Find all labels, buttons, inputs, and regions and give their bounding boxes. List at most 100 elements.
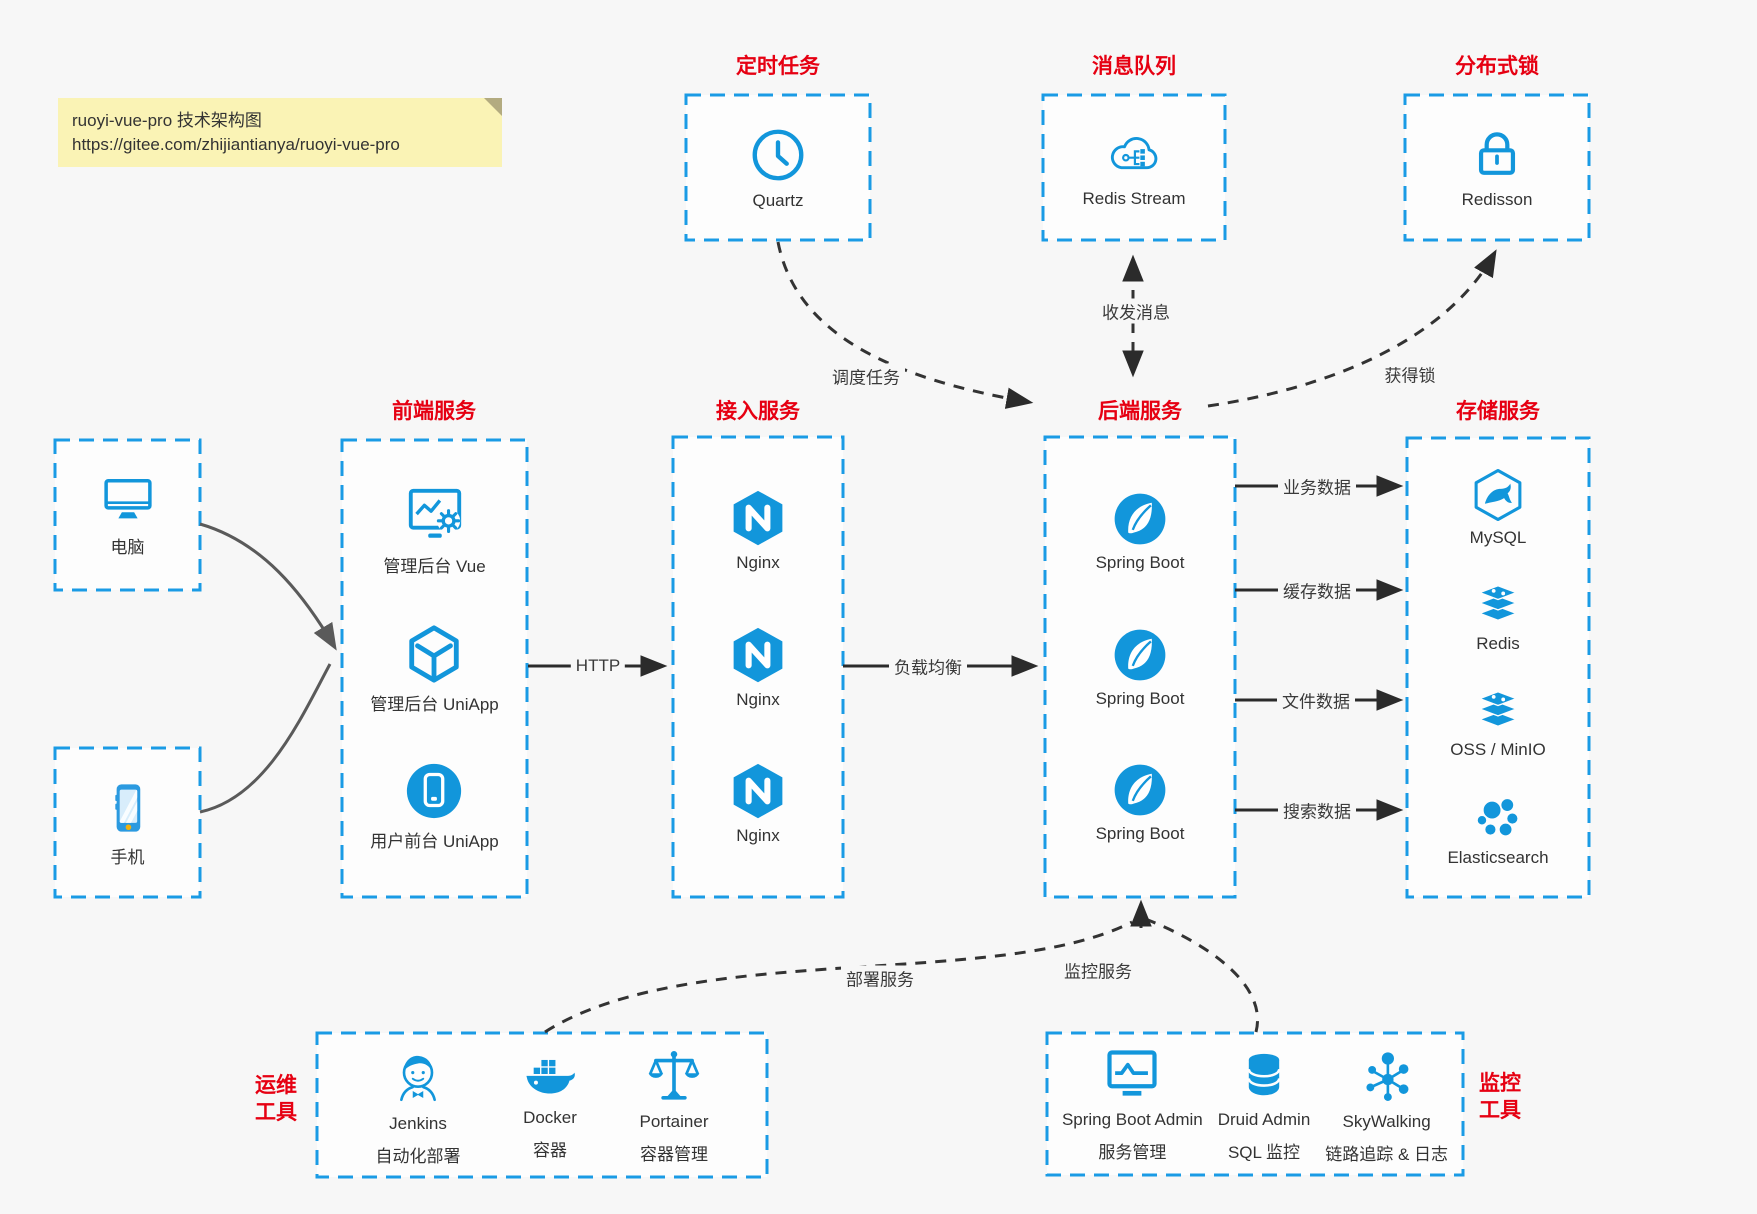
edge-label-mq: 收发消息 [1097,298,1175,324]
storage-panel-content: MySQL Redis [1407,438,1589,897]
service-label: Nginx [736,689,780,709]
mq-panel-content: Redis Stream [1043,95,1225,240]
uniapp-cube-icon [403,623,465,685]
tool-sublabel: 自动化部署 [375,1147,461,1166]
service-label: 用户前台 UniApp [370,831,499,851]
portainer-icon [645,1045,703,1107]
clock-icon [747,124,809,186]
smartphone-icon [100,778,156,838]
service-label: 管理后台 UniApp [370,694,499,714]
nginx-icon [728,761,788,821]
nginx-icon [728,488,788,548]
service-item-admin-uniapp: 管理后台 UniApp [370,623,499,715]
tool-label: Druid Admin [1217,1110,1311,1129]
tool-item-portainer: Portainer 容器管理 [639,1045,709,1165]
service-item-user-uniapp: 用户前台 UniApp [370,760,499,852]
service-item-redis-stream: Redis Stream [1082,126,1186,209]
service-item-nginx-3: Nginx [728,761,788,846]
tool-sublabel: 服务管理 [1098,1143,1167,1162]
tool-item-druid: Druid Admin SQL 监控 [1217,1045,1311,1163]
service-label: Spring Boot [1095,552,1185,572]
edge-pc-frontend [199,522,337,651]
spring-boot-icon [1111,626,1169,684]
edge-deploy [544,920,1133,1034]
backend-panel-content: Spring Boot Spring Boot Spring Boot [1045,437,1235,897]
client-label: 手机 [110,847,145,867]
note-title: ruoyi-vue-pro 技术架构图 [72,111,262,130]
service-label: MySQL [1469,528,1527,547]
edge-label-load-balance: 负载均衡 [889,653,967,679]
tool-sublabel: 容器 [533,1141,567,1160]
service-item-mysql: MySQL [1469,467,1527,548]
pc-panel-content: 电脑 [55,440,200,590]
tool-sublabel: 容器管理 [639,1145,708,1164]
service-item-oss: OSS / MinIO [1450,683,1546,760]
user-uniapp-icon [403,760,465,822]
springboot-admin-icon [1101,1045,1163,1105]
service-item-redisson: Redisson [1461,125,1533,210]
spring-boot-icon [1111,490,1169,548]
edge-label-search-data: 搜索数据 [1278,797,1356,823]
edge-label-monitor: 监控服务 [1059,957,1137,983]
tool-item-docker: Docker 容器 [519,1045,581,1161]
tool-label: Spring Boot Admin [1061,1110,1203,1129]
skywalking-icon [1359,1045,1415,1107]
frontend-panel-content: 管理后台 Vue 管理后台 UniApp 用户前台 UniApp [342,440,527,897]
group-title-gateway: 接入服务 [716,400,800,423]
quartz-panel-content: Quartz [686,95,870,240]
desktop-icon [97,472,159,528]
service-item-springboot-2: Spring Boot [1095,626,1185,709]
redis-icon [1470,577,1526,629]
elasticsearch-icon [1471,789,1525,843]
group-title-message-queue: 消息队列 [1092,55,1176,78]
service-label: Elasticsearch [1447,848,1549,867]
edge-phone-frontend [199,663,332,814]
tool-label: Docker [523,1108,577,1127]
service-label: Spring Boot [1095,688,1185,708]
edge-label-cache-data: 缓存数据 [1278,577,1356,603]
service-item-elasticsearch: Elasticsearch [1447,789,1549,868]
ops-title: 运维 工具 [255,1074,297,1124]
monitor-title: 监控 工具 [1479,1072,1521,1122]
service-label: Redis Stream [1082,189,1186,208]
service-item-admin-vue: 管理后台 Vue [383,485,486,577]
note-url[interactable]: https://gitee.com/zhijiantianya/ruoyi-vu… [72,135,400,154]
tool-label: Portainer [639,1112,709,1131]
tool-item-springboot-admin: Spring Boot Admin 服务管理 [1062,1045,1203,1163]
sticky-note: ruoyi-vue-pro 技术架构图 https://gitee.com/zh… [58,98,502,167]
druid-icon [1237,1045,1291,1105]
admin-vue-icon [403,485,467,547]
edge-label-lock: 获得锁 [1379,361,1441,387]
service-label: Redisson [1461,190,1533,209]
group-title-frontend: 前端服务 [392,400,476,423]
edge-monitor [1147,918,1259,1033]
monitor-panel-content: Spring Boot Admin 服务管理 Druid Admin SQL 监… [1047,1033,1463,1175]
service-label: Spring Boot [1095,824,1185,844]
docker-icon [519,1045,581,1103]
phone-panel-content: 手机 [55,748,200,897]
redisson-panel-content: Redisson [1405,95,1589,240]
service-label: Redis [1476,634,1520,653]
tool-label: SkyWalking [1342,1112,1431,1131]
client-item-pc: 电脑 [97,472,159,558]
service-item-nginx-1: Nginx [728,488,788,573]
service-item-redis: Redis [1470,577,1526,654]
lock-icon [1467,125,1527,185]
service-item-nginx-2: Nginx [728,625,788,710]
edge-label-biz-data: 业务数据 [1278,473,1356,499]
nginx-icon [728,625,788,685]
tool-item-skywalking: SkyWalking 链路追踪 & 日志 [1325,1045,1448,1165]
service-label: 管理后台 Vue [383,557,486,577]
edge-label-deploy: 部署服务 [841,965,919,991]
mysql-icon [1470,467,1526,523]
tool-label: Jenkins [389,1114,447,1133]
service-item-quartz: Quartz [747,124,809,211]
tool-item-jenkins: Jenkins 自动化部署 [376,1045,461,1167]
tool-sublabel: 链路追踪 & 日志 [1325,1145,1449,1164]
jenkins-icon [390,1045,446,1109]
oss-icon [1470,683,1526,735]
service-item-springboot-1: Spring Boot [1095,490,1185,573]
service-item-springboot-3: Spring Boot [1095,761,1185,844]
group-title-distributed-lock: 分布式锁 [1455,55,1539,78]
